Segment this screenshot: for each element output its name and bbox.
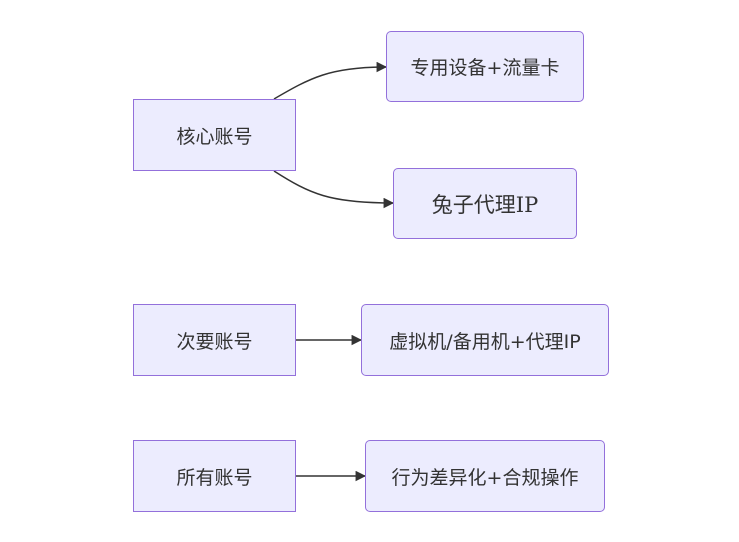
node-core-account: 核心账号 xyxy=(133,99,296,171)
node-secondary-account: 次要账号 xyxy=(133,304,296,376)
node-all-accounts: 所有账号 xyxy=(133,440,296,512)
edge-core-to-proxy xyxy=(273,170,395,209)
node-behavior-diff: 行为差异化+合规操作 xyxy=(365,440,605,512)
edge-core-to-device xyxy=(273,61,388,100)
node-vm-backup: 虚拟机/备用机+代理IP xyxy=(361,304,609,376)
node-rabbit-proxy: 兔子代理IP xyxy=(393,168,577,239)
node-dedicated-device: 专用设备+流量卡 xyxy=(386,31,584,102)
